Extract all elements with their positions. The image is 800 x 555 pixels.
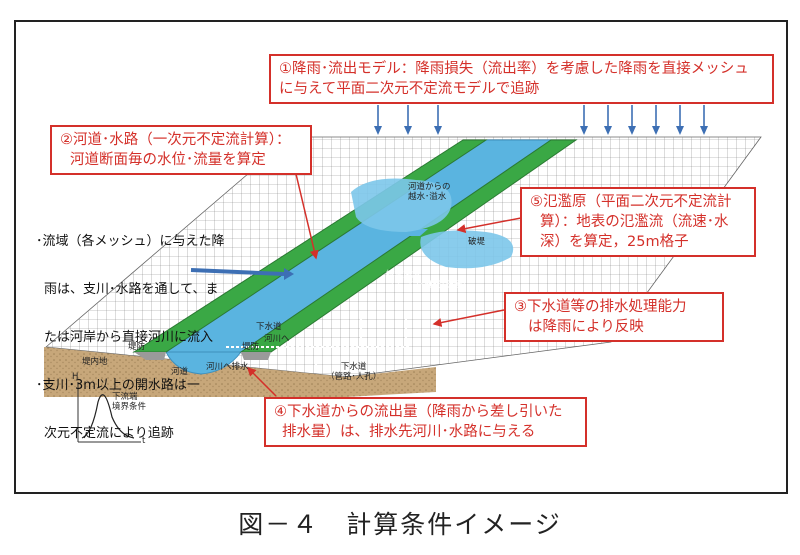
callout-5-line3: 深）を算定，25m格子 <box>540 234 689 250</box>
callout-sewer-outflow: ④下水道からの流出量（降雨から差し引いた 排水量）は、排水先河川･水路に与える <box>264 397 587 447</box>
callout-3-line1: ③下水道等の排水処理能力 <box>514 299 687 315</box>
label-levee-break: 破堤 <box>468 237 486 247</box>
rain-arrow-head <box>676 126 684 135</box>
rain-arrow-head <box>628 126 636 135</box>
callout-sewer-capacity: ③下水道等の排水処理能力 は降雨により反映 <box>504 292 724 342</box>
label-downstream-boundary: 下流端 境界条件 <box>112 392 147 412</box>
label-overflow-from-river: 河道からの 越水･溢水 <box>408 182 451 202</box>
callout-5-line1: ⑤氾濫原（平面二次元不定流計 <box>530 194 732 210</box>
label-river-channel: 河道 <box>171 367 189 377</box>
callout-3-line2: は降雨により反映 <box>528 319 644 335</box>
rain-arrow-head <box>434 126 442 135</box>
rain-arrow-head <box>374 126 382 135</box>
callout-rainfall-runoff-model: ①降雨･流出モデル：降雨損失（流出率）を考慮した降雨を直接メッシュ に与えて平面… <box>269 54 774 104</box>
label-sewer: 下水道 （管路･人孔） <box>326 362 382 382</box>
tributary-arrow-head <box>284 268 294 280</box>
callout-2-line1: ②河道･水路（一次元不定流計算）： <box>60 132 291 148</box>
label-drainage-facility: 排水施設 （ポンプ･樋門･樋管） <box>386 270 471 290</box>
levee-right-slope <box>241 352 271 360</box>
downstream-boundary-graph <box>77 382 141 443</box>
rain-arrows <box>374 105 708 135</box>
leader-c2 <box>295 173 319 260</box>
leader-c4 <box>246 366 277 397</box>
label-graph-h: H <box>72 372 79 382</box>
rain-arrow-head <box>700 126 708 135</box>
figure-caption: 図－４ 計算条件イメージ <box>238 510 562 539</box>
rain-arrow-head <box>652 126 660 135</box>
leader-c5 <box>456 217 522 234</box>
flood-patch-1 <box>351 178 452 232</box>
sewer-pipes <box>226 307 411 370</box>
callout-1-line1: ①降雨･流出モデル：降雨損失（流出率）を考慮した降雨を直接メッシュ <box>279 61 749 77</box>
label-embankment-right: 堤防 <box>242 342 260 352</box>
figure-frame: ①降雨･流出モデル：降雨損失（流出率）を考慮した降雨を直接メッシュ に与えて平面… <box>14 20 788 494</box>
leader-c3 <box>432 309 505 327</box>
callout-4-line1: ④下水道からの流出量（降雨から差し引いた <box>274 404 563 420</box>
side-note-line2: 雨は、支川･水路を通して、ま <box>44 282 219 297</box>
label-graph-t: t <box>142 436 146 446</box>
levee-left-slope <box>134 352 166 360</box>
callout-2-line2: 河道断面毎の水位･流量を算定 <box>70 152 266 168</box>
callout-river-channel: ②河道･水路（一次元不定流計算）： 河道断面毎の水位･流量を算定 <box>50 125 312 175</box>
side-note-line5: 次元不定流により追跡 <box>44 426 174 441</box>
rain-arrow-head <box>604 126 612 135</box>
rain-arrow-head <box>404 126 412 135</box>
label-sewer-top: 下水道 <box>256 322 282 332</box>
label-to-river: 河川へ <box>264 334 290 344</box>
river-cross-section <box>165 351 243 375</box>
callout-1-line2: に与えて平面二次元不定流モデルで追跡 <box>279 81 540 97</box>
callout-floodplain: ⑤氾濫原（平面二次元不定流計 算）：地表の氾濫流（流速･水 深）を算定，25m格… <box>520 187 756 257</box>
ground-section-right <box>346 367 436 397</box>
side-note-line1: ･流域（各メッシュ）に与えた降 <box>36 234 225 249</box>
callout-4-line2: 排水量）は、排水先河川･水路に与える <box>282 424 536 440</box>
side-note: ･流域（各メッシュ）に与えた降 雨は、支川･水路を通して、ま たは河岸から直接河… <box>36 202 225 474</box>
label-embankment-left: 堤防 <box>128 342 146 352</box>
rain-arrow-head <box>580 126 588 135</box>
side-note-line3: たは河岸から直接河川に流入 <box>44 330 214 345</box>
side-note-line4: ･支川･3m以上の開水路は一 <box>36 378 200 393</box>
label-inland: 堤内地 <box>82 357 108 367</box>
label-drain-to-river: 河川へ排水 <box>206 362 249 372</box>
callout-5-line2: 算）：地表の氾濫流（流速･水 <box>540 214 729 230</box>
flood-patch-2 <box>420 230 514 269</box>
tributary-arrow <box>190 268 285 276</box>
